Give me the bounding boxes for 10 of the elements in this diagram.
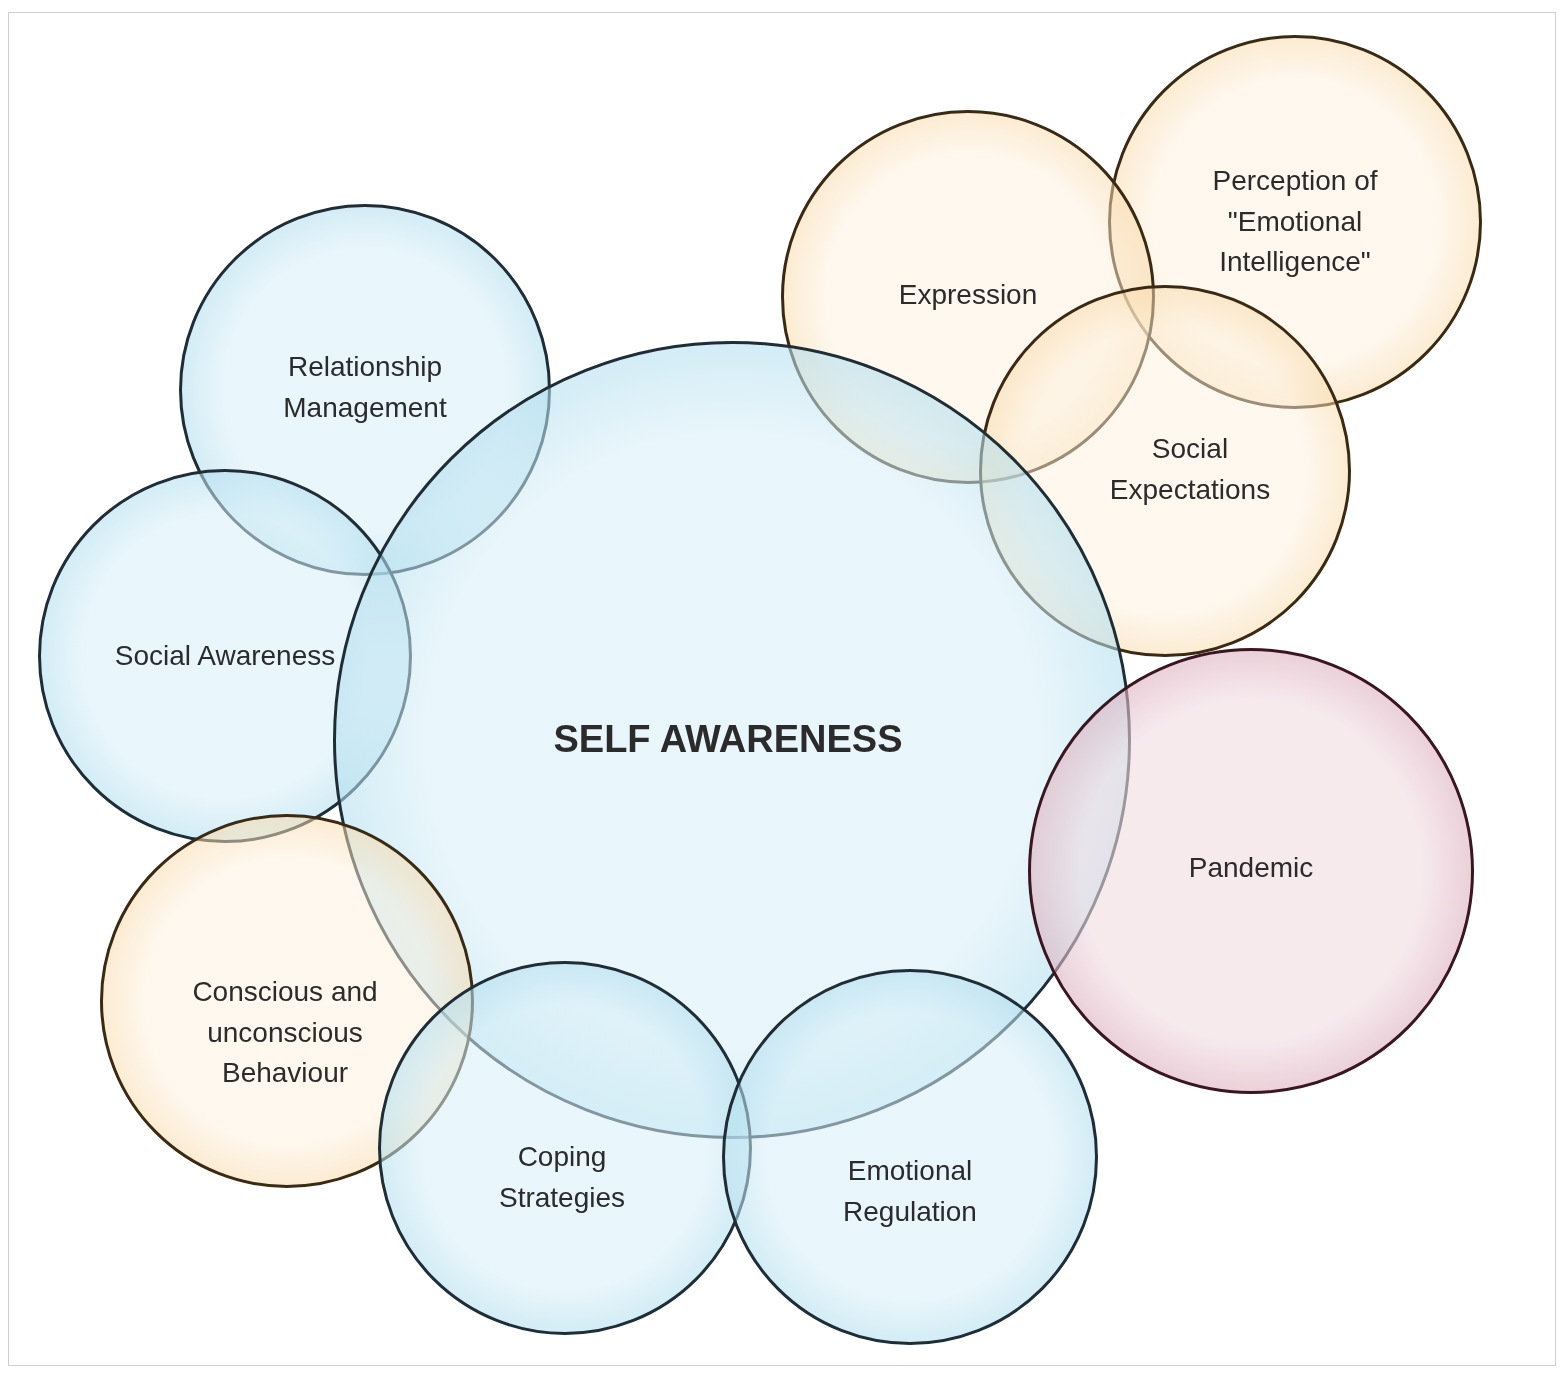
node-label: Expression <box>897 277 1039 312</box>
node-label: Relationship Management <box>282 350 448 425</box>
node-label: Pandemic <box>1187 850 1315 885</box>
node-label: Social Expectations <box>1108 432 1272 507</box>
node-label: Conscious and unconscious Behaviour <box>191 975 379 1091</box>
node-label: Perception of "Emotional Intelligence" <box>1211 164 1379 280</box>
node-label: Social Awareness <box>113 638 337 673</box>
node-label: Emotional Regulation <box>842 1154 978 1229</box>
node-label: Coping Strategies <box>497 1140 627 1215</box>
node-label: SELF AWARENESS <box>552 717 904 763</box>
